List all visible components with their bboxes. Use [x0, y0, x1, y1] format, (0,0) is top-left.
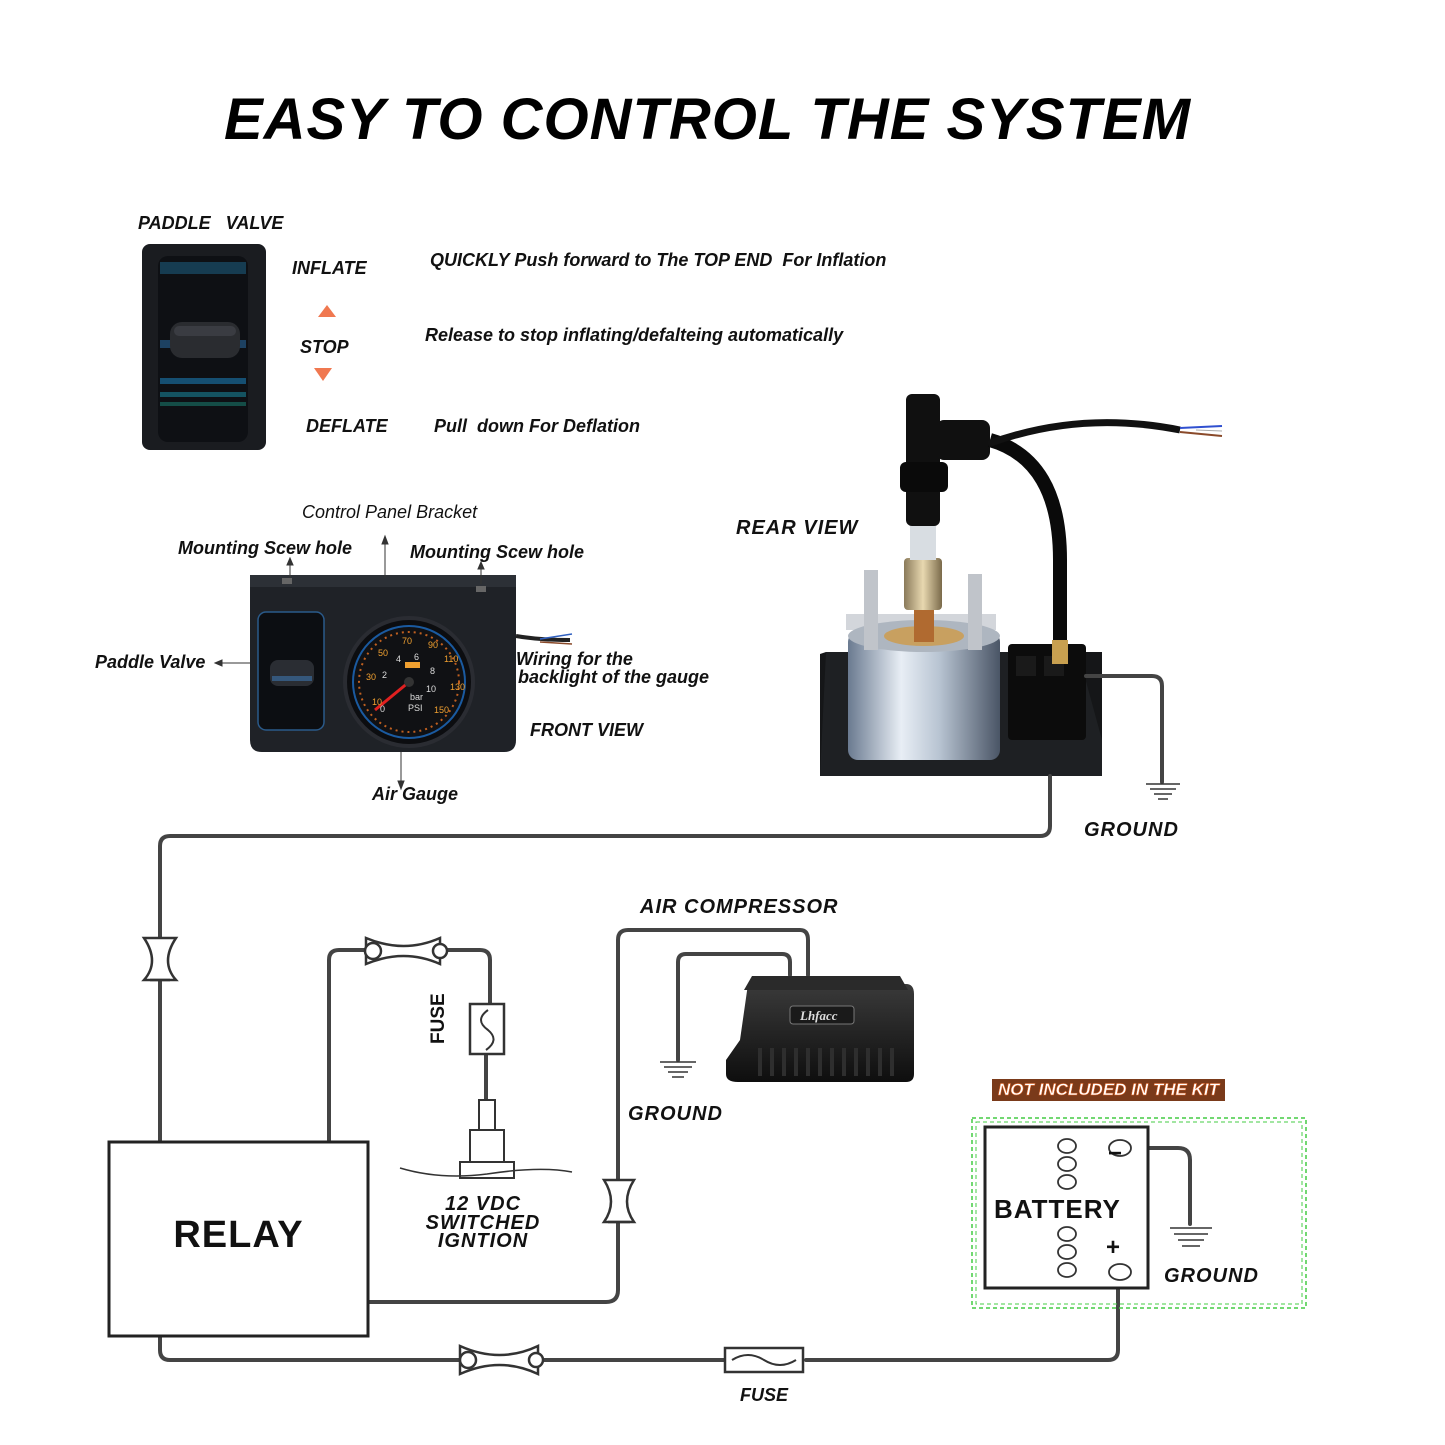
- paddle-valve-heading: PADDLE VALVE: [138, 213, 284, 233]
- gauge-bar-tick: 10: [426, 684, 436, 694]
- not-included-badge: NOT INCLUDED IN THE KIT: [992, 1079, 1225, 1101]
- deflate-description: Pull down For Deflation: [434, 416, 640, 436]
- front-view-pointers: [213, 534, 485, 791]
- gauge-bar-tick: 6: [414, 652, 419, 662]
- bracket-label: Control Panel Bracket: [302, 502, 478, 522]
- rear-view-label: REAR VIEW: [736, 517, 859, 539]
- ignition-label-line2: SWITCHED: [425, 1212, 541, 1234]
- battery-plus-sign: +: [1106, 1234, 1121, 1261]
- screw-hole-right-label: Mounting Scew hole: [410, 542, 584, 562]
- gauge-bar-tick: 0: [380, 704, 385, 714]
- bottom-fuse-label: FUSE: [740, 1385, 789, 1405]
- gauge-psi-tick: 130: [450, 682, 465, 692]
- paddle-valve-label: Paddle Valve: [95, 652, 206, 672]
- battery-ground-label: GROUND: [1164, 1265, 1259, 1287]
- relay-label: RELAY: [173, 1214, 304, 1256]
- battery-cells: [1057, 1138, 1132, 1281]
- stop-description: Release to stop inflating/defalteing aut…: [425, 325, 844, 345]
- down-arrow-icon: [314, 368, 332, 381]
- gauge-unit-bar: bar: [410, 692, 423, 702]
- gauge-psi-tick: 30: [366, 672, 376, 682]
- gauge-psi-tick: 50: [378, 648, 388, 658]
- rear-ground-label: GROUND: [1084, 819, 1179, 841]
- air-compressor-image: [726, 976, 914, 1082]
- compressor-ground-label: GROUND: [628, 1103, 723, 1125]
- page-title: EASY TO CONTROL THE SYSTEM: [223, 87, 1192, 152]
- inflate-label: INFLATE: [292, 258, 367, 278]
- gauge-psi-tick: 90: [428, 640, 438, 650]
- stop-label: STOP: [300, 337, 349, 357]
- ignition-switch-icon: [399, 1099, 573, 1179]
- wiring-label-line2: backlight of the gauge: [518, 667, 710, 687]
- inflate-description: QUICKLY Push forward to The TOP END For …: [430, 250, 887, 270]
- gauge-psi-tick: 70: [402, 636, 412, 646]
- gauge-psi-tick: 110: [444, 654, 458, 664]
- battery-minus-sign: −: [1108, 1140, 1123, 1167]
- air-gauge-label: Air Gauge: [372, 784, 459, 804]
- wire-connectors: [141, 936, 637, 1376]
- deflate-label: DEFLATE: [306, 416, 388, 436]
- not-included-dashed-box: [971, 1117, 1307, 1309]
- gauge-psi-tick: 10: [372, 697, 382, 707]
- gauge-bar-tick: 8: [430, 666, 435, 676]
- ignition-label-line3: IGNTION: [437, 1230, 529, 1252]
- ignition-label-line1: 12 VDC: [444, 1193, 522, 1215]
- battery-label: BATTERY: [994, 1194, 1121, 1224]
- relay-box: [107, 1140, 370, 1338]
- fuse-horizontal: [723, 1346, 805, 1374]
- fuse-vertical: [468, 1002, 506, 1056]
- ground-symbols: [660, 783, 1212, 1247]
- gauge-bar-tick: 4: [396, 654, 401, 664]
- paddle-valve-image: [142, 244, 266, 450]
- compressor-brand: Lhfacc: [800, 1008, 838, 1023]
- fuse-vertical-label: FUSE: [428, 993, 449, 1044]
- wiring-label-line1: Wiring for the: [516, 649, 633, 669]
- gauge-unit-psi: PSI: [408, 703, 423, 713]
- wiring-lines: [158, 674, 1192, 1362]
- control-panel-rear-image: [820, 394, 1223, 776]
- air-compressor-label: AIR COMPRESSOR: [640, 896, 839, 918]
- gauge-psi-tick: 150: [434, 705, 449, 715]
- gauge-bar-tick: 2: [382, 670, 387, 680]
- up-arrow-icon: [318, 305, 336, 317]
- front-view-label: FRONT VIEW: [530, 720, 643, 740]
- control-panel-front-image: 10 30 50 70 90 110 130 150 0 2 4 6 8 10 …: [250, 575, 573, 752]
- screw-hole-left-label: Mounting Scew hole: [178, 538, 352, 558]
